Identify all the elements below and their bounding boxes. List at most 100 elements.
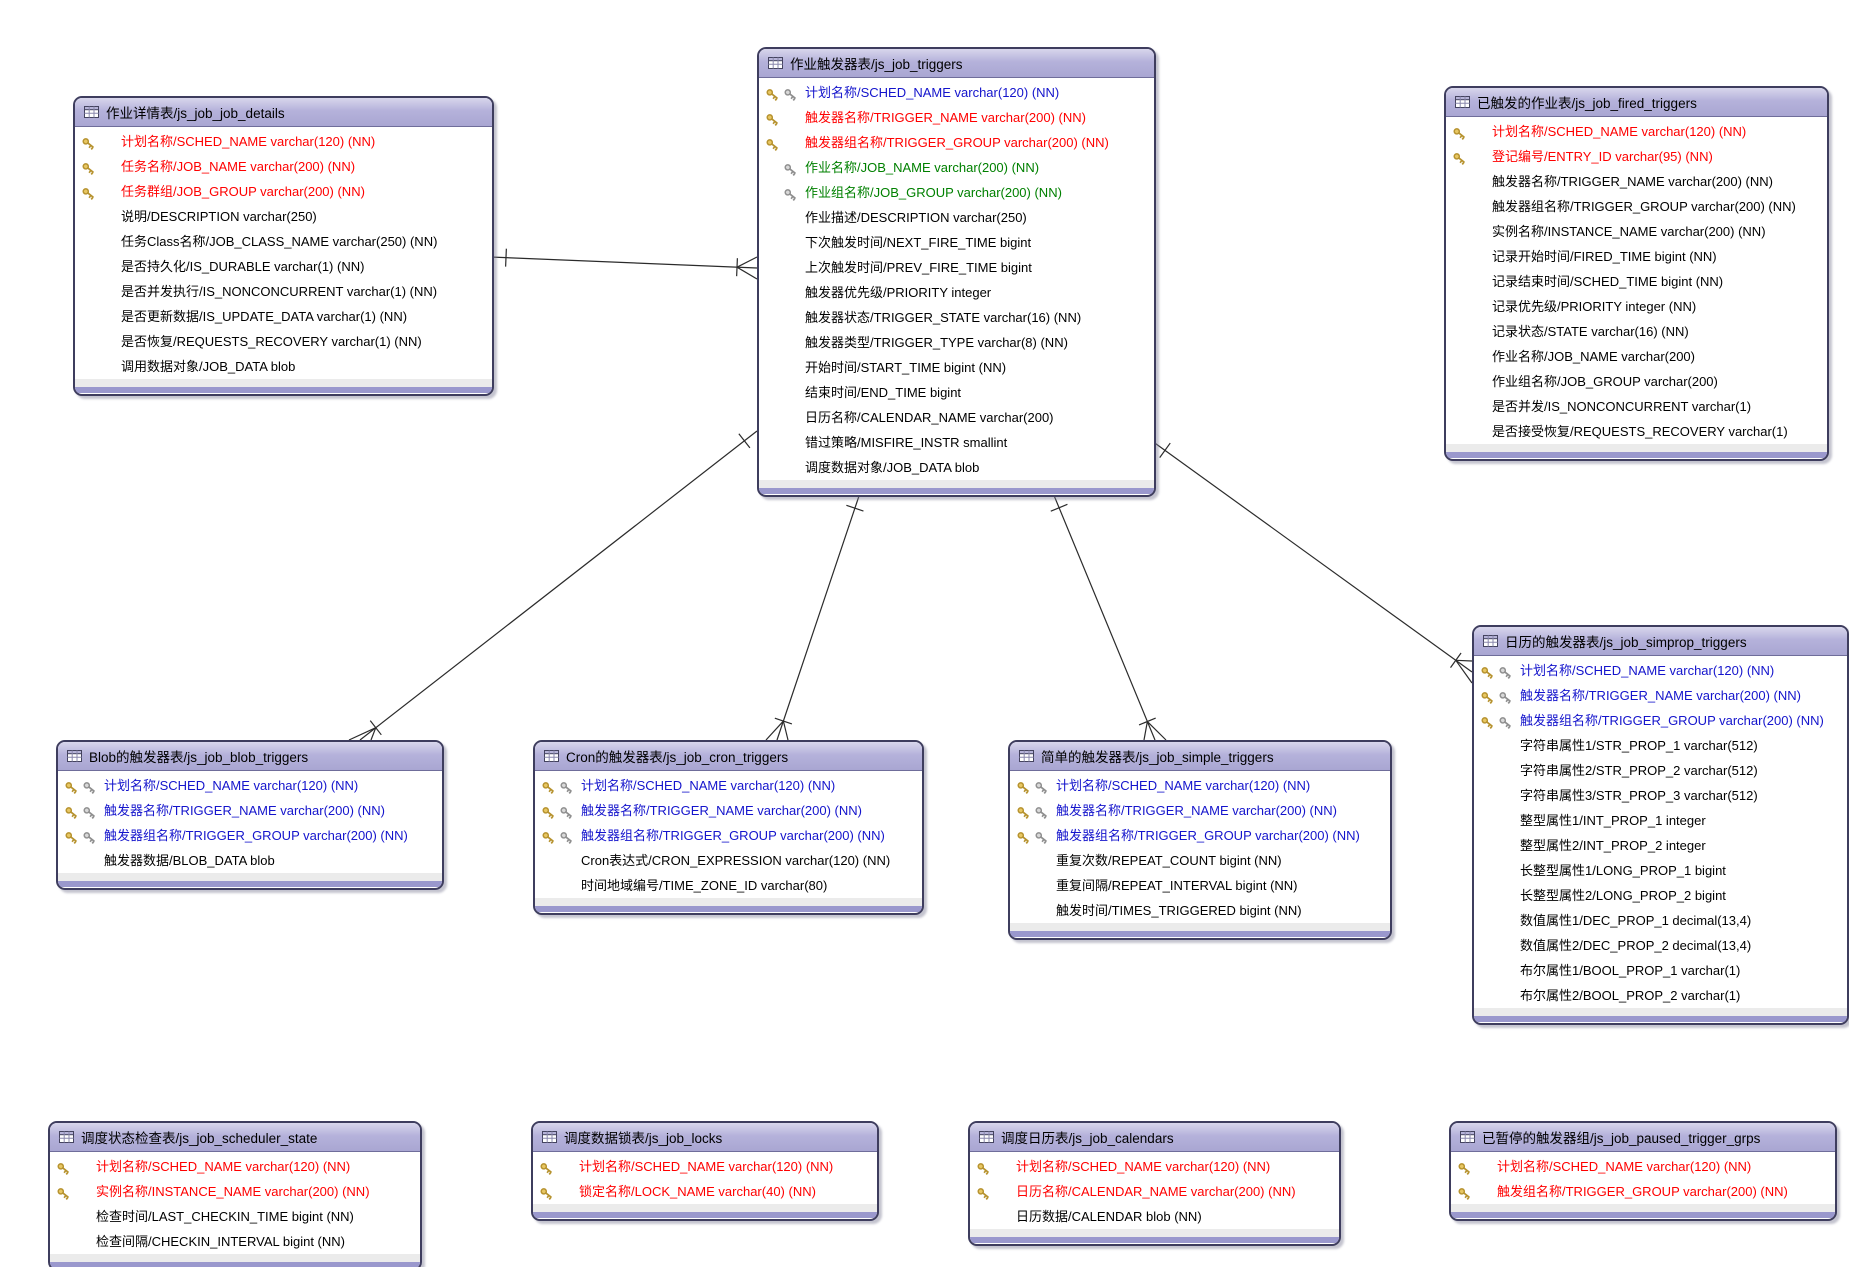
column-row[interactable]: 计划名称/SCHED_NAME varchar(120) (NN) xyxy=(533,1154,877,1179)
column-row[interactable]: 是否接受恢复/REQUESTS_RECOVERY varchar(1) xyxy=(1446,419,1827,444)
column-row[interactable]: 字符串属性2/STR_PROP_2 varchar(512) xyxy=(1474,758,1847,783)
column-row[interactable]: 是否更新数据/IS_UPDATE_DATA varchar(1) (NN) xyxy=(75,304,492,329)
column-row[interactable]: 布尔属性2/BOOL_PROP_2 varchar(1) xyxy=(1474,983,1847,1008)
column-row[interactable]: 实例名称/INSTANCE_NAME varchar(200) (NN) xyxy=(50,1179,420,1204)
column-row[interactable]: 字符串属性3/STR_PROP_3 varchar(512) xyxy=(1474,783,1847,808)
column-row[interactable]: 记录结束时间/SCHED_TIME bigint (NN) xyxy=(1446,269,1827,294)
column-row[interactable]: 整型属性1/INT_PROP_1 integer xyxy=(1474,808,1847,833)
column-row[interactable]: 上次触发时间/PREV_FIRE_TIME bigint xyxy=(759,255,1154,280)
column-row[interactable]: 记录状态/STATE varchar(16) (NN) xyxy=(1446,319,1827,344)
column-row[interactable]: 触发器名称/TRIGGER_NAME varchar(200) (NN) xyxy=(1446,169,1827,194)
column-row[interactable]: 长整型属性1/LONG_PROP_1 bigint xyxy=(1474,858,1847,883)
column-row[interactable]: 触发器组名称/TRIGGER_GROUP varchar(200) (NN) xyxy=(1446,194,1827,219)
table-header[interactable]: 作业详情表/js_job_job_details xyxy=(75,98,492,127)
column-row[interactable]: 触发器名称/TRIGGER_NAME varchar(200) (NN) xyxy=(58,798,442,823)
column-row[interactable]: 是否恢复/REQUESTS_RECOVERY varchar(1) (NN) xyxy=(75,329,492,354)
column-row[interactable]: 任务Class名称/JOB_CLASS_NAME varchar(250) (N… xyxy=(75,229,492,254)
column-row[interactable]: 计划名称/SCHED_NAME varchar(120) (NN) xyxy=(75,129,492,154)
table-header[interactable]: 调度日历表/js_job_calendars xyxy=(970,1123,1339,1152)
table-header[interactable]: 已暂停的触发器组/js_job_paused_trigger_grps xyxy=(1451,1123,1835,1152)
column-row[interactable]: 说明/DESCRIPTION varchar(250) xyxy=(75,204,492,229)
column-row[interactable]: 登记编号/ENTRY_ID varchar(95) (NN) xyxy=(1446,144,1827,169)
column-row[interactable]: 错过策略/MISFIRE_INSTR smallint xyxy=(759,430,1154,455)
column-row[interactable]: 计划名称/SCHED_NAME varchar(120) (NN) xyxy=(1451,1154,1835,1179)
column-row[interactable]: 计划名称/SCHED_NAME varchar(120) (NN) xyxy=(1474,658,1847,683)
column-row[interactable]: Cron表达式/CRON_EXPRESSION varchar(120) (NN… xyxy=(535,848,922,873)
column-row[interactable]: 触发器组名称/TRIGGER_GROUP varchar(200) (NN) xyxy=(535,823,922,848)
column-row[interactable]: 日历名称/CALENDAR_NAME varchar(200) (NN) xyxy=(970,1179,1339,1204)
column-row[interactable]: 计划名称/SCHED_NAME varchar(120) (NN) xyxy=(58,773,442,798)
column-row[interactable]: 触发器状态/TRIGGER_STATE varchar(16) (NN) xyxy=(759,305,1154,330)
column-row[interactable]: 触发器类型/TRIGGER_TYPE varchar(8) (NN) xyxy=(759,330,1154,355)
column-row[interactable]: 布尔属性1/BOOL_PROP_1 varchar(1) xyxy=(1474,958,1847,983)
column-row[interactable]: 触发器组名称/TRIGGER_GROUP varchar(200) (NN) xyxy=(1010,823,1390,848)
column-row[interactable]: 检查时间/LAST_CHECKIN_TIME bigint (NN) xyxy=(50,1204,420,1229)
column-row[interactable]: 触发器组名称/TRIGGER_GROUP varchar(200) (NN) xyxy=(1474,708,1847,733)
column-row[interactable]: 触发器优先级/PRIORITY integer xyxy=(759,280,1154,305)
column-row[interactable]: 下次触发时间/NEXT_FIRE_TIME bigint xyxy=(759,230,1154,255)
table-header[interactable]: Blob的触发器表/js_job_blob_triggers xyxy=(58,742,442,771)
column-row[interactable]: 字符串属性1/STR_PROP_1 varchar(512) xyxy=(1474,733,1847,758)
column-row[interactable]: 数值属性1/DEC_PROP_1 decimal(13,4) xyxy=(1474,908,1847,933)
table-header[interactable]: 简单的触发器表/js_job_simple_triggers xyxy=(1010,742,1390,771)
column-row[interactable]: 触发器名称/TRIGGER_NAME varchar(200) (NN) xyxy=(1010,798,1390,823)
column-row[interactable]: 重复次数/REPEAT_COUNT bigint (NN) xyxy=(1010,848,1390,873)
column-row[interactable]: 触发器名称/TRIGGER_NAME varchar(200) (NN) xyxy=(535,798,922,823)
table-header[interactable]: Cron的触发器表/js_job_cron_triggers xyxy=(535,742,922,771)
column-row[interactable]: 是否并发/IS_NONCONCURRENT varchar(1) xyxy=(1446,394,1827,419)
column-row[interactable]: 记录开始时间/FIRED_TIME bigint (NN) xyxy=(1446,244,1827,269)
column-row[interactable]: 数值属性2/DEC_PROP_2 decimal(13,4) xyxy=(1474,933,1847,958)
column-row[interactable]: 重复间隔/REPEAT_INTERVAL bigint (NN) xyxy=(1010,873,1390,898)
column-row[interactable]: 计划名称/SCHED_NAME varchar(120) (NN) xyxy=(535,773,922,798)
column-row[interactable]: 作业名称/JOB_NAME varchar(200) (NN) xyxy=(759,155,1154,180)
column-row[interactable]: 触发器数据/BLOB_DATA blob xyxy=(58,848,442,873)
column-row[interactable]: 触发组名称/TRIGGER_GROUP varchar(200) (NN) xyxy=(1451,1179,1835,1204)
column-row[interactable]: 时间地域编号/TIME_ZONE_ID varchar(80) xyxy=(535,873,922,898)
column-row[interactable]: 结束时间/END_TIME bigint xyxy=(759,380,1154,405)
column-row[interactable]: 作业名称/JOB_NAME varchar(200) xyxy=(1446,344,1827,369)
table-header[interactable]: 日历的触发器表/js_job_simprop_triggers xyxy=(1474,627,1847,656)
column-row[interactable]: 是否持久化/IS_DURABLE varchar(1) (NN) xyxy=(75,254,492,279)
column-row[interactable]: 触发器名称/TRIGGER_NAME varchar(200) (NN) xyxy=(759,105,1154,130)
column-row[interactable]: 计划名称/SCHED_NAME varchar(120) (NN) xyxy=(759,80,1154,105)
column-row[interactable]: 日历名称/CALENDAR_NAME varchar(200) xyxy=(759,405,1154,430)
table-header[interactable]: 已触发的作业表/js_job_fired_triggers xyxy=(1446,88,1827,117)
column-row[interactable]: 计划名称/SCHED_NAME varchar(120) (NN) xyxy=(970,1154,1339,1179)
column-row[interactable]: 计划名称/SCHED_NAME varchar(120) (NN) xyxy=(1010,773,1390,798)
column-row[interactable]: 检查间隔/CHECKIN_INTERVAL bigint (NN) xyxy=(50,1229,420,1254)
table-header[interactable]: 作业触发器表/js_job_triggers xyxy=(759,49,1154,78)
column-row[interactable]: 锁定名称/LOCK_NAME varchar(40) (NN) xyxy=(533,1179,877,1204)
table-header[interactable]: 调度数据锁表/js_job_locks xyxy=(533,1123,877,1152)
column-row[interactable]: 作业组名称/JOB_GROUP varchar(200) xyxy=(1446,369,1827,394)
column-row[interactable]: 作业描述/DESCRIPTION varchar(250) xyxy=(759,205,1154,230)
column-row[interactable]: 任务名称/JOB_NAME varchar(200) (NN) xyxy=(75,154,492,179)
column-row[interactable]: 实例名称/INSTANCE_NAME varchar(200) (NN) xyxy=(1446,219,1827,244)
column-row[interactable]: 计划名称/SCHED_NAME varchar(120) (NN) xyxy=(1446,119,1827,144)
column-row[interactable]: 整型属性2/INT_PROP_2 integer xyxy=(1474,833,1847,858)
column-row[interactable]: 调用数据对象/JOB_DATA blob xyxy=(75,354,492,379)
column-row[interactable]: 是否并发执行/IS_NONCONCURRENT varchar(1) (NN) xyxy=(75,279,492,304)
column-row[interactable]: 开始时间/START_TIME bigint (NN) xyxy=(759,355,1154,380)
column-row[interactable]: 触发器名称/TRIGGER_NAME varchar(200) (NN) xyxy=(1474,683,1847,708)
column-row[interactable]: 触发器组名称/TRIGGER_GROUP varchar(200) (NN) xyxy=(759,130,1154,155)
column-row[interactable]: 长整型属性2/LONG_PROP_2 bigint xyxy=(1474,883,1847,908)
column-row[interactable]: 日历数据/CALENDAR blob (NN) xyxy=(970,1204,1339,1229)
column-row[interactable]: 任务群组/JOB_GROUP varchar(200) (NN) xyxy=(75,179,492,204)
column-row[interactable]: 触发时间/TIMES_TRIGGERED bigint (NN) xyxy=(1010,898,1390,923)
column-row[interactable]: 计划名称/SCHED_NAME varchar(120) (NN) xyxy=(50,1154,420,1179)
column-row[interactable]: 记录优先级/PRIORITY integer (NN) xyxy=(1446,294,1827,319)
column-row[interactable]: 调度数据对象/JOB_DATA blob xyxy=(759,455,1154,480)
table-header[interactable]: 调度状态检查表/js_job_scheduler_state xyxy=(50,1123,420,1152)
column-row[interactable]: 触发器组名称/TRIGGER_GROUP varchar(200) (NN) xyxy=(58,823,442,848)
